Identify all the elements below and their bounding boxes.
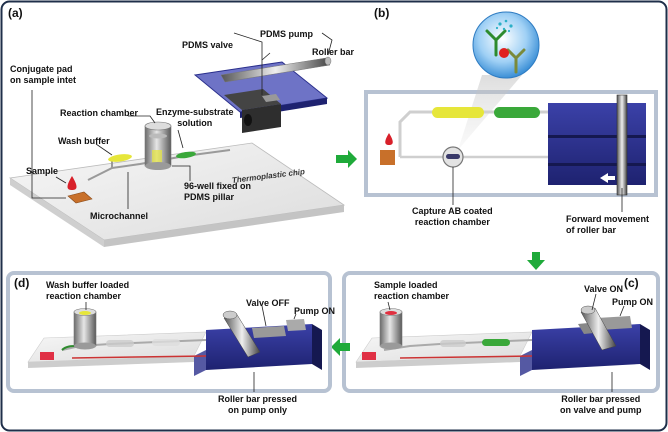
arrow-b-to-c xyxy=(527,252,545,270)
arrow-a-to-b xyxy=(336,150,357,168)
pump-block-c xyxy=(532,324,640,370)
label-valve-off: Valve OFF xyxy=(246,298,290,308)
pump-block-top xyxy=(548,103,646,185)
label-pdms-pump: PDMS pump xyxy=(260,29,313,39)
panel-c-illustration xyxy=(342,271,660,393)
sample-pad-d xyxy=(40,352,54,360)
label-wash-buffer: Wash buffer xyxy=(58,136,110,146)
pump-c xyxy=(597,316,632,330)
label-sample-loaded: Sample loaded reaction chamber xyxy=(374,280,450,301)
enzyme-reservoir xyxy=(176,151,196,159)
movement-arrow xyxy=(600,173,615,183)
wash-reservoir-top xyxy=(432,107,484,118)
label-forward-movement: Forward movement of roller bar xyxy=(566,214,650,235)
label-roller-pressed-d: Roller bar pressed on pump only xyxy=(218,394,298,415)
microchannel xyxy=(87,149,231,181)
label-enzyme-substrate: Enzyme-substrate solution xyxy=(156,107,234,128)
pdms-valve xyxy=(262,94,280,102)
valve-d xyxy=(252,326,286,338)
label-well-pillar: 96-well fixed on PDMS pillar xyxy=(184,181,252,202)
antibody-bubble xyxy=(472,11,540,79)
panel-b-illustration xyxy=(364,11,658,212)
label-wash-loaded: Wash buffer loaded reaction chamber xyxy=(46,280,130,301)
label-pump-on-c: Pump ON xyxy=(612,297,654,307)
sample-pad-c xyxy=(362,352,376,360)
roller-bar-top xyxy=(616,94,628,196)
panel-d-illustration xyxy=(6,271,332,393)
reaction-chamber-d xyxy=(73,311,97,347)
conjugate-pad xyxy=(67,191,93,204)
panel-d-letter: (d) xyxy=(14,276,30,290)
label-pump-on-d: Pump ON xyxy=(294,306,336,316)
label-pdms-valve: PDMS valve xyxy=(182,40,234,50)
sample-pad-top xyxy=(380,150,395,165)
panel-a-illustration xyxy=(8,32,346,247)
label-roller-bar: Roller bar xyxy=(312,47,355,57)
label-valve-on: Valve ON xyxy=(584,284,624,294)
panel-c-letter: (c) xyxy=(624,276,639,290)
arrow-c-to-d xyxy=(331,338,350,356)
panel-b-letter: (b) xyxy=(374,6,390,20)
label-capture-chamber: Capture AB coated reaction chamber xyxy=(412,206,493,227)
label-sample: Sample xyxy=(26,166,59,176)
label-reaction-chamber: Reaction chamber xyxy=(60,108,139,118)
sample-drop xyxy=(67,176,77,190)
reaction-chamber-c xyxy=(379,311,403,347)
enzyme-reservoir-top xyxy=(494,107,540,118)
label-conjugate-pad: Conjugate pad on sample intet xyxy=(10,64,77,85)
roller-bar xyxy=(220,57,331,83)
pdms-pump-body xyxy=(224,89,281,110)
wash-buffer-reservoir xyxy=(108,154,132,162)
label-roller-pressed-c: Roller bar pressed on valve and pump xyxy=(560,394,642,415)
label-microchannel: Microchannel xyxy=(90,211,149,221)
panel-a-letter: (a) xyxy=(8,6,23,20)
